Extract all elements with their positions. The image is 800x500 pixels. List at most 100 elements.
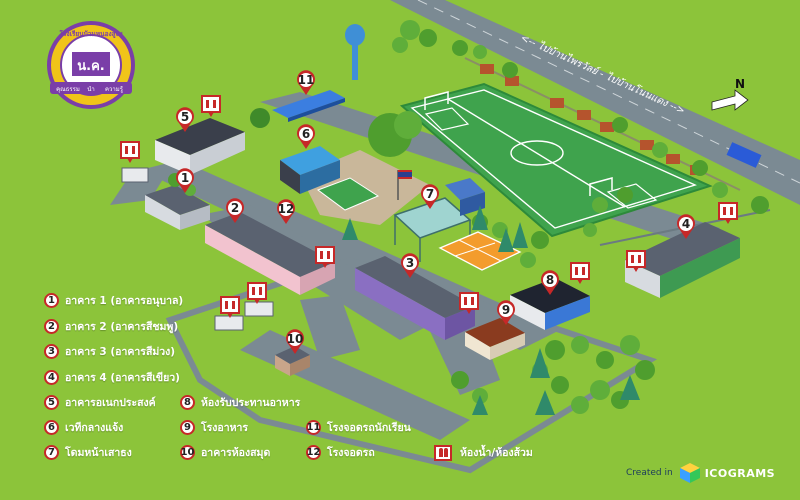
football-field bbox=[399, 82, 713, 238]
legend-number: 5 bbox=[44, 395, 59, 410]
legend-number: 9 bbox=[180, 420, 195, 435]
legend-number: 4 bbox=[44, 370, 59, 385]
pin-label: 9 bbox=[502, 303, 510, 317]
toilet-pin-icon[interactable] bbox=[247, 282, 267, 304]
legend-item: 4 อาคาร 4 (อาคารสีเขียว) bbox=[44, 369, 180, 386]
main-road bbox=[390, 0, 800, 205]
pin-1[interactable]: 1 bbox=[176, 168, 194, 193]
logo-initials: น.ค. bbox=[77, 59, 104, 74]
legend-text: อาคาร 2 (อาคารสีชมพู) bbox=[65, 321, 179, 333]
toilet-pin-icon[interactable] bbox=[120, 141, 140, 163]
legend-item: 10 อาคารห้องสมุด bbox=[180, 444, 270, 461]
toilet-pin-icon[interactable] bbox=[718, 202, 738, 224]
pin-label: 2 bbox=[231, 201, 239, 215]
pin-3[interactable]: 3 bbox=[401, 253, 419, 278]
toilet-pin-icon[interactable] bbox=[626, 250, 646, 272]
library bbox=[275, 346, 310, 376]
building-3 bbox=[355, 256, 475, 340]
goal-posts bbox=[424, 91, 613, 196]
legend-text: อาคาร 1 (อาคารอนุบาล) bbox=[65, 295, 184, 307]
pin-8[interactable]: 8 bbox=[541, 270, 559, 295]
pin-11[interactable]: 11 bbox=[297, 70, 315, 95]
logo-motto-left: คุณธรรม bbox=[56, 86, 80, 93]
canteen bbox=[465, 318, 525, 360]
building-2 bbox=[205, 212, 335, 295]
pin-label: 8 bbox=[546, 273, 554, 287]
pin-5[interactable]: 5 bbox=[176, 107, 194, 132]
legend-number: 10 bbox=[180, 445, 195, 460]
logo-top-text: โรงเรียนบ้านหนองสูงฯ bbox=[59, 29, 123, 39]
toilet-huts bbox=[121, 167, 274, 331]
legend-item: 6 เวทีกลางแจ้ง bbox=[44, 419, 123, 436]
map-legend: 1 อาคาร 1 (อาคารอนุบาล) 2 อาคาร 2 (อาคารสี… bbox=[44, 292, 564, 472]
pin-label: 4 bbox=[682, 217, 690, 231]
toilet-icon bbox=[434, 444, 452, 461]
legend-text: เวทีกลางแจ้ง bbox=[65, 422, 124, 434]
pin-4[interactable]: 4 bbox=[677, 214, 695, 239]
pin-label: 6 bbox=[302, 127, 310, 141]
legend-item: 2 อาคาร 2 (อาคารสีชมพู) bbox=[44, 318, 178, 335]
pin-label: 7 bbox=[426, 187, 434, 201]
credit-brand: ICOGRAMS bbox=[704, 466, 776, 480]
legend-text: โดมหน้าเสาธง bbox=[65, 447, 132, 459]
legend-item: 1 อาคาร 1 (อาคารอนุบาล) bbox=[44, 292, 183, 309]
student-parking-shed bbox=[272, 90, 345, 122]
pin-7[interactable]: 7 bbox=[421, 184, 439, 209]
map-pins[interactable]: 1 2 3 4 5 6 7 8 9 10 bbox=[176, 70, 695, 354]
legend-item: 9 โรงอาหาร bbox=[180, 419, 248, 436]
legend-text: โรงจอดรถนักเรียน bbox=[327, 422, 411, 434]
pin-label: 11 bbox=[298, 73, 315, 87]
pin-12[interactable]: 12 bbox=[277, 199, 295, 224]
school-logo: น.ค. โรงเรียนบ้านหนองสูงฯ คุณธรรม นำ ควา… bbox=[47, 21, 135, 109]
legend-text: อาคาร 4 (อาคารสีเขียว) bbox=[65, 372, 180, 384]
legend-number: 8 bbox=[180, 395, 195, 410]
credit: Created in ICOGRAMS bbox=[626, 462, 775, 484]
credit-created-in: Created in bbox=[626, 468, 673, 478]
road-sign bbox=[726, 142, 762, 168]
legend-text: อาคารห้องสมุด bbox=[201, 447, 271, 459]
pin-label: 1 bbox=[181, 171, 189, 185]
legend-number: 1 bbox=[44, 293, 59, 308]
toilet-pins[interactable] bbox=[120, 95, 738, 318]
legend-text: โรงอาหาร bbox=[201, 422, 249, 434]
blue-building bbox=[445, 178, 485, 200]
legend-number: 3 bbox=[44, 344, 59, 359]
building-1 bbox=[145, 185, 210, 230]
dining-hall bbox=[510, 278, 590, 330]
legend-text: ห้องน้ำ/ห้องส้วม bbox=[460, 447, 533, 459]
water-tower bbox=[345, 24, 365, 80]
trees bbox=[168, 20, 769, 414]
toilet-pin-icon[interactable] bbox=[220, 296, 240, 318]
flag-pole bbox=[397, 170, 412, 200]
legend-number: 12 bbox=[306, 445, 321, 460]
bottom-loop-road bbox=[165, 256, 658, 474]
pin-9[interactable]: 9 bbox=[497, 300, 515, 325]
pin-6[interactable]: 6 bbox=[297, 124, 315, 149]
toilet-pin-icon[interactable] bbox=[570, 262, 590, 284]
icograms-logo-icon bbox=[679, 463, 700, 483]
legend-text: อาคารอเนกประสงค์ bbox=[65, 397, 156, 409]
building-4 bbox=[625, 222, 740, 298]
legend-number: 6 bbox=[44, 420, 59, 435]
legend-item: 12 โรงจอดรถ bbox=[306, 444, 375, 461]
conifer-trees bbox=[342, 205, 640, 415]
pin-2[interactable]: 2 bbox=[226, 198, 244, 223]
legend-text: โรงจอดรถ bbox=[327, 447, 375, 459]
outdoor-stage bbox=[280, 146, 340, 194]
pin-label: 5 bbox=[181, 110, 189, 124]
north-arrow-icon bbox=[711, 89, 749, 111]
legend-number: 2 bbox=[44, 319, 59, 334]
orange-court bbox=[438, 231, 522, 271]
multipurpose-hall bbox=[155, 118, 245, 175]
legend-text: อาคาร 3 (อาคารสีม่วง) bbox=[65, 346, 176, 358]
legend-item: 3 อาคาร 3 (อาคารสีม่วง) bbox=[44, 343, 175, 360]
toilet-pin-icon[interactable] bbox=[459, 292, 479, 314]
toilet-pin-icon[interactable] bbox=[201, 95, 221, 117]
legend-item-toilet: ห้องน้ำ/ห้องส้วม bbox=[434, 444, 533, 461]
pin-10[interactable]: 10 bbox=[286, 329, 304, 354]
toilet-pin-icon[interactable] bbox=[315, 246, 335, 268]
